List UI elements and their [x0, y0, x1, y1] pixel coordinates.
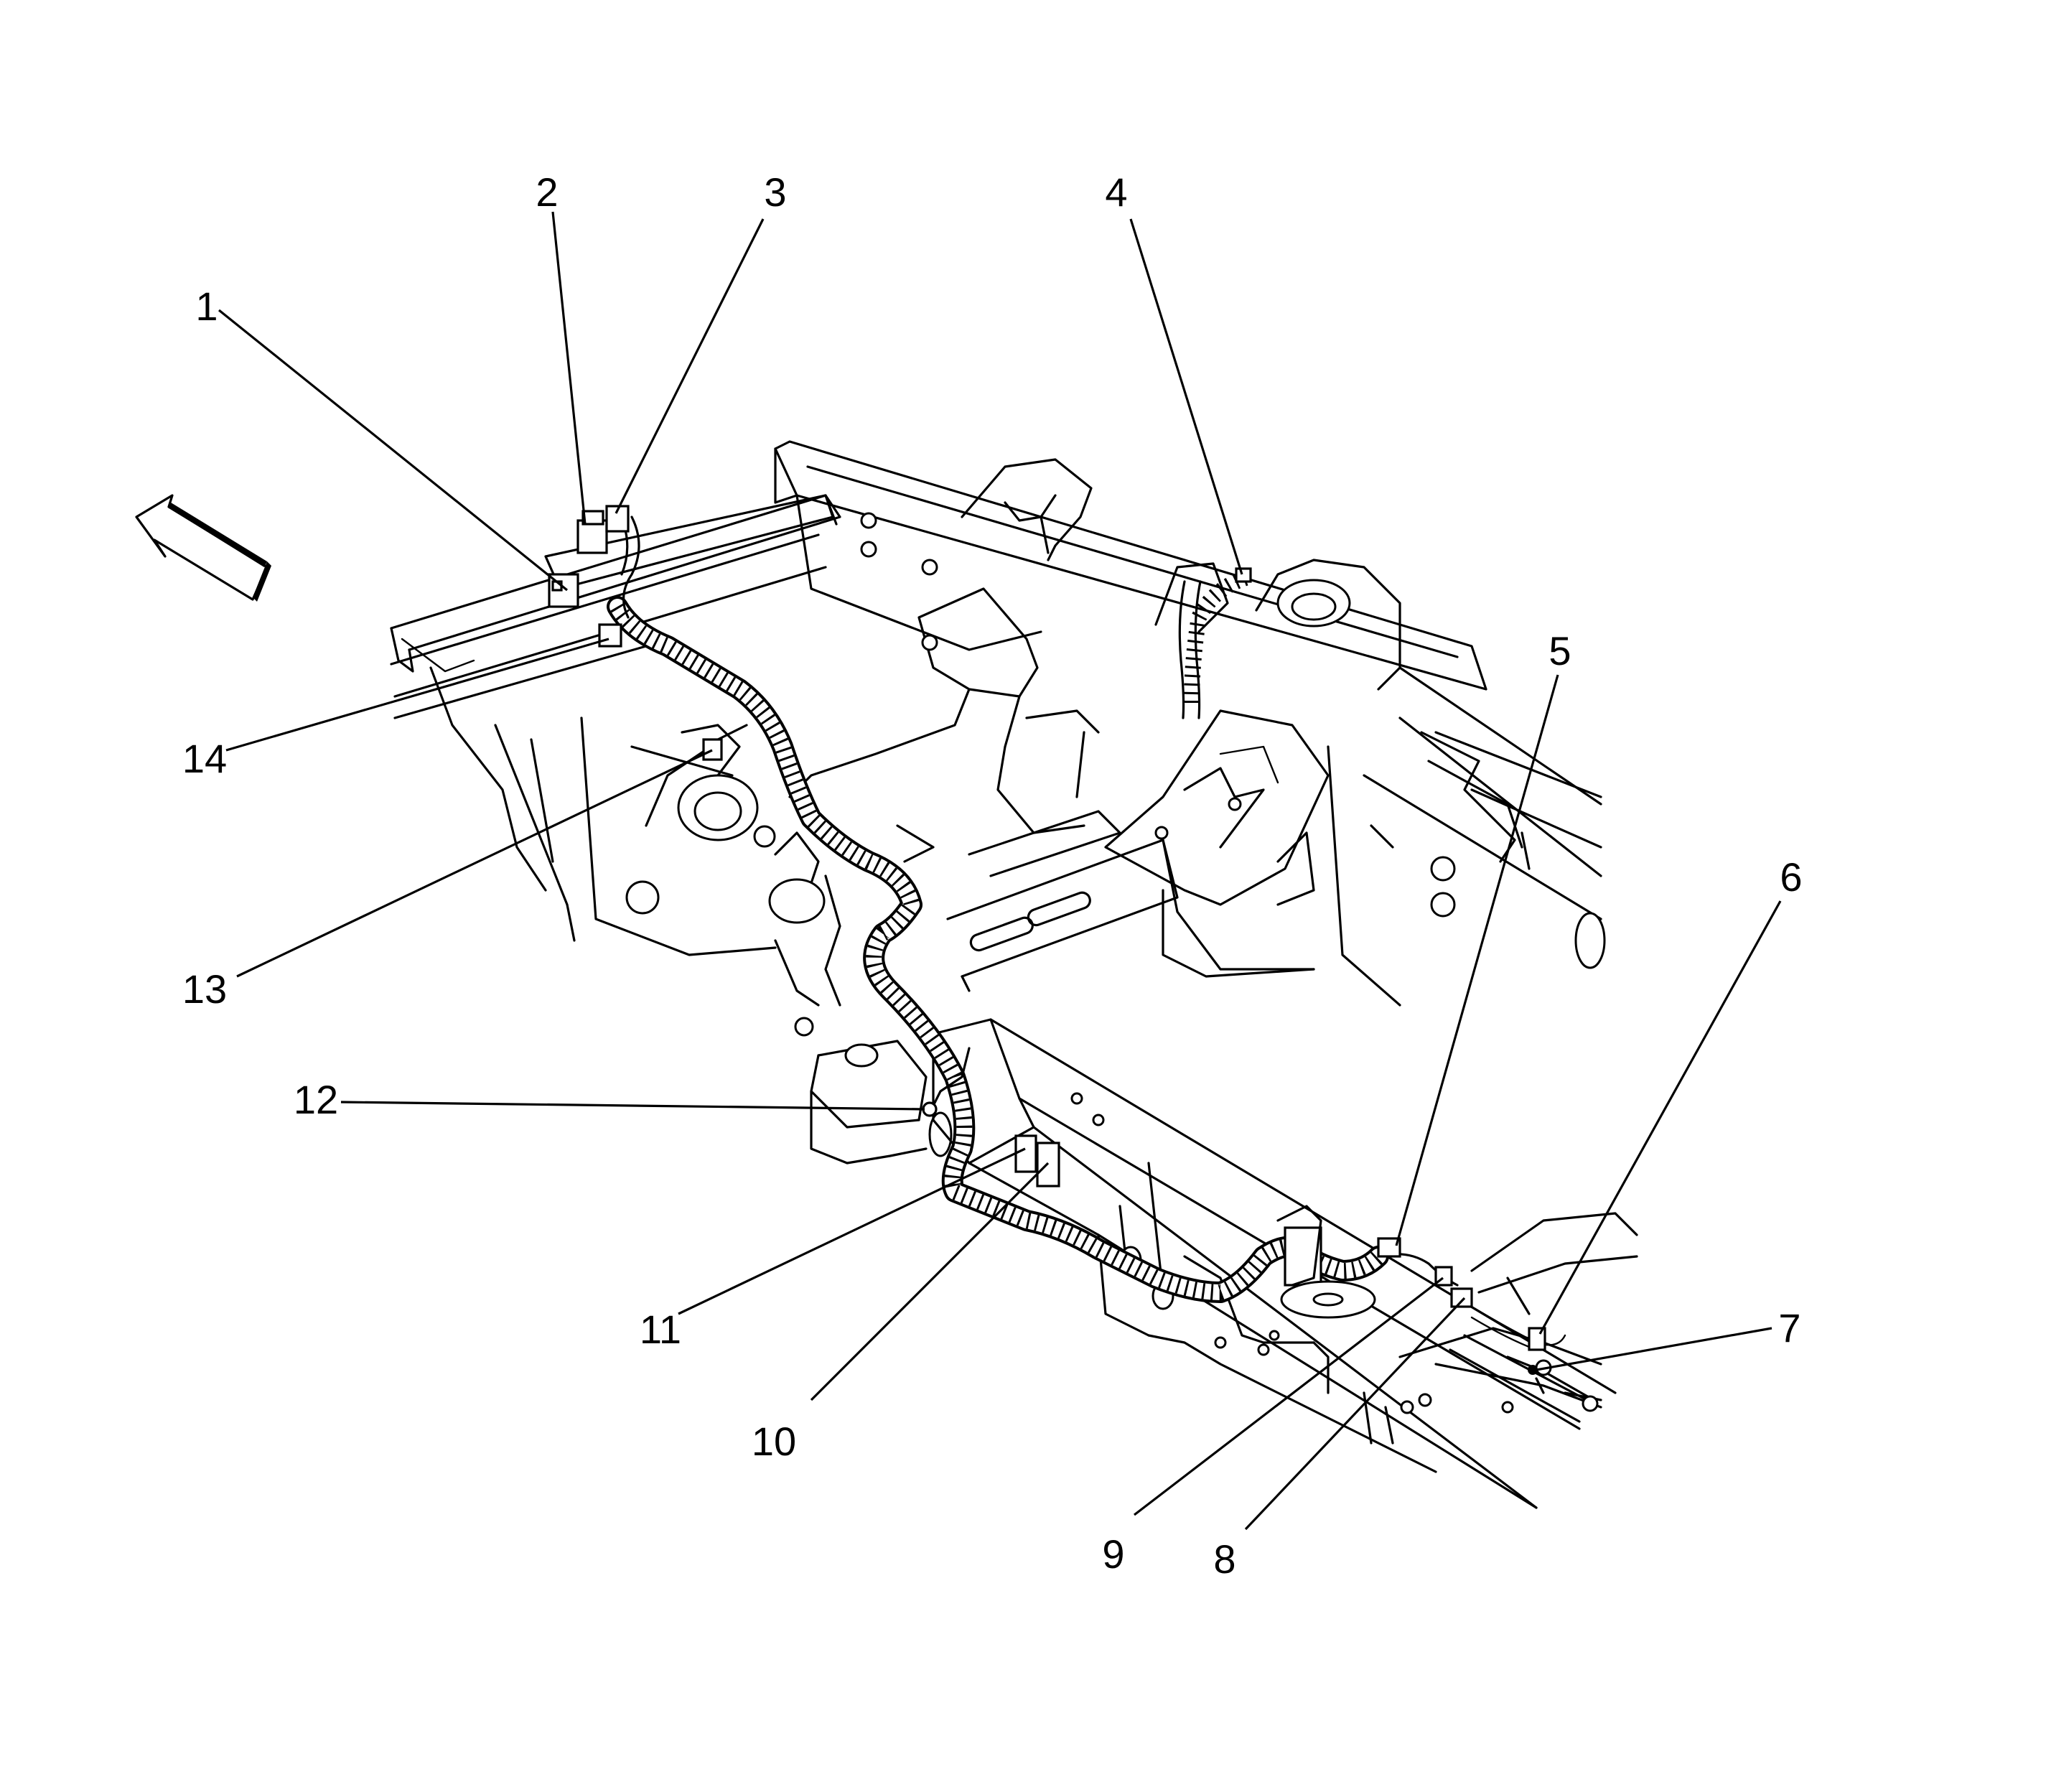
leader-8: [1244, 1297, 1466, 1531]
connector-10: [1036, 1142, 1060, 1187]
leader-14: [225, 638, 609, 752]
front-crossmember: [544, 440, 1487, 691]
callout-2: 2: [536, 169, 559, 215]
callout-11: 11: [639, 1307, 682, 1352]
right-spring-lines: [1427, 731, 1602, 870]
leader-lines: [218, 211, 1782, 1531]
callout-12: 12: [293, 1077, 339, 1122]
harness-bracket: [1276, 1205, 1376, 1319]
left-lower-mount: [645, 724, 841, 1037]
leader-3: [615, 218, 765, 514]
connector-4: [1235, 567, 1252, 583]
leader-10: [810, 1162, 1050, 1401]
leader-1: [218, 309, 569, 592]
wiring-harness: [607, 515, 1566, 1351]
rear-rail-right: [1398, 1212, 1638, 1409]
connectors: [548, 505, 1546, 1375]
connector-2: [576, 519, 608, 554]
lower-crossmember: [788, 587, 1315, 992]
lower-frame-rail: [932, 1018, 1617, 1509]
connector-14: [598, 623, 622, 648]
leader-9: [1134, 1277, 1444, 1516]
leader-4: [1129, 218, 1243, 575]
leader-13: [236, 749, 713, 978]
connector-13: [702, 738, 723, 761]
callout-10: 10: [751, 1419, 797, 1464]
frame-rail-right: [961, 458, 1606, 1007]
leader-11: [678, 1147, 1026, 1315]
right-gear-mount: [1104, 709, 1330, 978]
callout-3: 3: [764, 169, 787, 215]
callout-1: 1: [195, 284, 218, 329]
callout-9: 9: [1102, 1531, 1125, 1577]
callout-6: 6: [1780, 854, 1803, 900]
callout-7: 7: [1778, 1305, 1801, 1350]
connector-7: [1528, 1365, 1538, 1375]
callout-5: 5: [1548, 628, 1571, 673]
leader-2: [551, 211, 587, 525]
frame-rail-left: [390, 494, 841, 956]
callout-14: 14: [182, 736, 228, 781]
callout-8: 8: [1213, 1536, 1236, 1582]
leader-12: [340, 1101, 925, 1111]
harness-branch-right: [1178, 570, 1248, 719]
connector-12: [922, 1101, 938, 1117]
callout-13: 13: [182, 966, 228, 1012]
leader-7: [1536, 1327, 1772, 1371]
forward-arrow-icon: [135, 494, 271, 602]
leader-6: [1538, 900, 1782, 1335]
callout-4: 4: [1105, 169, 1128, 215]
connector-11: [1014, 1134, 1037, 1173]
connector-8: [1450, 1287, 1473, 1308]
brake-lines: [1449, 1334, 1602, 1423]
